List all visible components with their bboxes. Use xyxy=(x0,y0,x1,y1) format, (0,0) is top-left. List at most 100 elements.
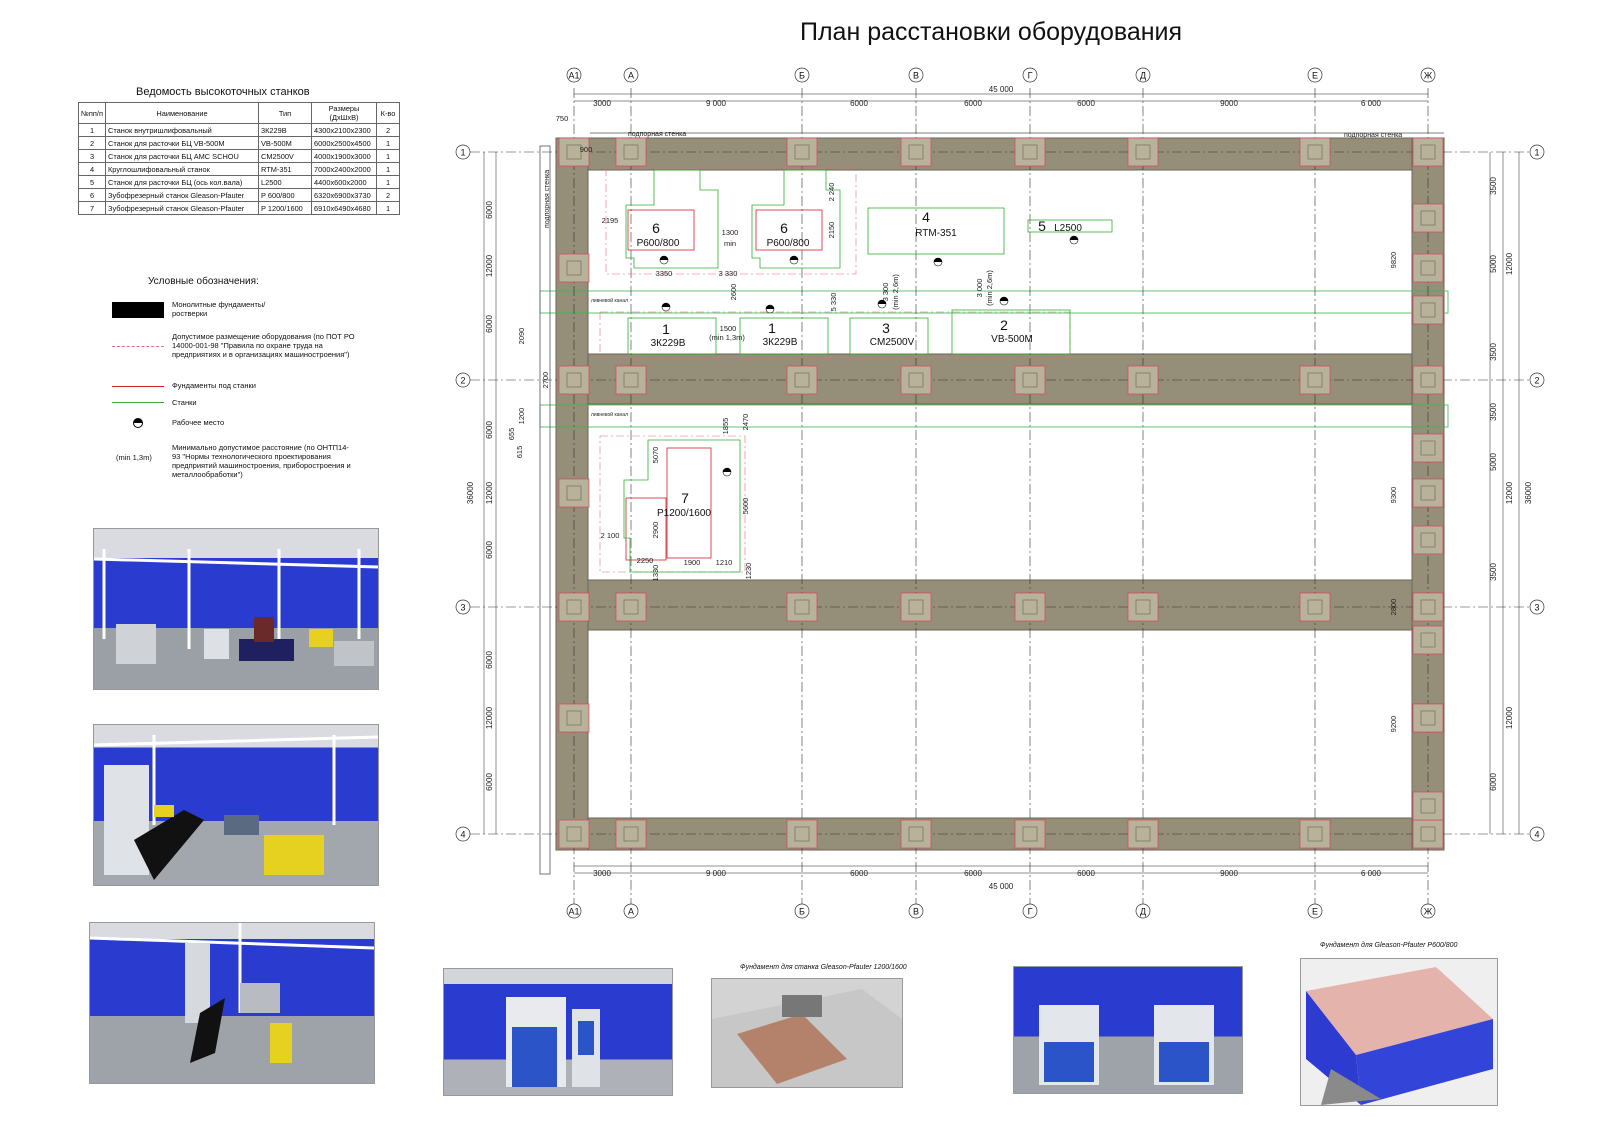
axis-label: 4 xyxy=(460,830,465,840)
column-pad-inner xyxy=(908,372,924,388)
dim-top: 9 000 xyxy=(706,99,727,108)
workplace-icon xyxy=(999,296,1009,306)
axis-label: Б xyxy=(799,907,805,917)
machine-3-num: 3 xyxy=(882,320,890,336)
axis-label: А xyxy=(628,71,634,81)
dim-misc: 1200 xyxy=(517,408,526,425)
column-pad xyxy=(558,703,590,733)
cell: Станок для расточки БЦ (ось кол.вала) xyxy=(105,175,259,189)
dim-misc: 5 330 xyxy=(829,293,838,312)
foundation-1200-caption: Фундамент для станка Gleason-Pfauter 120… xyxy=(740,964,907,971)
foundation-1200-scene xyxy=(712,989,902,1087)
column-pad-inner xyxy=(566,260,582,276)
cell: Станок для расточки БЦ VB-500M xyxy=(105,136,259,150)
cell: 7 xyxy=(78,201,106,215)
machine-6b-type: P600/800 xyxy=(767,238,810,249)
dim-left: 6000 xyxy=(485,201,494,219)
cell: 2 xyxy=(376,123,400,137)
dim-bottom: 6000 xyxy=(964,869,982,878)
column-pad-inner xyxy=(1420,532,1436,548)
column-pad xyxy=(1412,137,1444,167)
dim-left: 6000 xyxy=(485,773,494,791)
legend-min-text: Минимально допустимое расстояние (по ОНТ… xyxy=(172,443,351,479)
dim-total-bottom: 45 000 xyxy=(989,882,1014,891)
dim-misc: (min 2,6m) xyxy=(891,274,900,310)
dim-misc: 9300 xyxy=(1389,487,1398,504)
cell: 4300х2100х2300 xyxy=(311,123,377,137)
axis-bubble-row: 1 xyxy=(455,144,471,160)
render-1-scene xyxy=(94,549,378,666)
column-pad xyxy=(1412,819,1444,849)
machines xyxy=(623,169,1113,573)
dim-top: 6000 xyxy=(964,99,982,108)
cell: 4 xyxy=(78,162,106,176)
column-pad xyxy=(615,137,647,167)
dim-misc: 5070 xyxy=(651,447,660,464)
table-title: Ведомость высокоточных станков xyxy=(136,86,310,98)
column-pad xyxy=(558,137,590,167)
column-pad-inner xyxy=(1420,798,1436,814)
render-view-2 xyxy=(93,724,379,886)
dim-bottom: 6000 xyxy=(1077,869,1095,878)
legend-machines-text: Станки xyxy=(172,398,197,407)
legend-machine-foundation-text: Фундаменты под станки xyxy=(172,381,256,390)
render-view-4 xyxy=(443,968,673,1096)
column-pad xyxy=(615,819,647,849)
dim-right: 3500 xyxy=(1489,177,1498,195)
column-pad-inner xyxy=(623,599,639,615)
machine-3-type: CM2500V xyxy=(870,337,915,348)
dim-bottom: 6000 xyxy=(850,869,868,878)
column-pad xyxy=(1412,365,1444,395)
axis-label: Ж xyxy=(1424,71,1433,81)
column-pad xyxy=(1412,253,1444,283)
column-pad xyxy=(558,478,590,508)
column-pad-inner xyxy=(1022,372,1038,388)
dim-misc: 1300 xyxy=(722,228,739,237)
column-pad xyxy=(900,365,932,395)
dim-misc: 655 xyxy=(507,428,516,441)
column-pad xyxy=(786,137,818,167)
axis-bubble-col: Д xyxy=(1135,903,1151,919)
column-pad xyxy=(1127,592,1159,622)
header-name: Наименование xyxy=(105,102,259,124)
column-pad xyxy=(1014,137,1046,167)
column-pad xyxy=(1412,703,1444,733)
dim-right: 5000 xyxy=(1489,453,1498,471)
column-pad-inner xyxy=(1307,144,1323,160)
column-pad-inner xyxy=(1135,144,1151,160)
column-pad xyxy=(1127,819,1159,849)
axis-bubble-col: Е xyxy=(1307,903,1323,919)
machine-2-num: 2 xyxy=(1000,317,1008,333)
column-pad xyxy=(1299,365,1331,395)
cell: P 600/800 xyxy=(258,188,312,202)
column-pad-inner xyxy=(1420,440,1436,456)
cell: 2 xyxy=(78,136,106,150)
axis-label: Е xyxy=(1312,907,1318,917)
machine-7-num: 7 xyxy=(681,490,689,506)
render-4-scene xyxy=(506,997,600,1087)
foundation-600-caption: Фундамент для Gleason-Pfauter P600/800 xyxy=(1320,942,1458,949)
axis-bubble-col: А xyxy=(623,903,639,919)
cell: 4400х600х2000 xyxy=(311,175,377,189)
cell: 1 xyxy=(376,162,400,176)
column-pad-inner xyxy=(623,144,639,160)
render-2-scene xyxy=(94,735,378,880)
cell: 1 xyxy=(376,175,400,189)
column-pad-inner xyxy=(1135,826,1151,842)
dim-bottom: 3000 xyxy=(593,869,611,878)
cell: 4000х1900х3000 xyxy=(311,149,377,163)
allowed-zones xyxy=(599,167,1071,573)
column-pad-inner xyxy=(1307,826,1323,842)
dim-top: 3000 xyxy=(593,99,611,108)
axis-bubble-col: В xyxy=(908,67,924,83)
cell: RTM-351 xyxy=(258,162,312,176)
column-pad-inner xyxy=(1135,372,1151,388)
column-pad-inner xyxy=(623,826,639,842)
workplace-icon xyxy=(877,299,887,309)
column-pad-inner xyxy=(1022,144,1038,160)
column-pad-inner xyxy=(566,599,582,615)
